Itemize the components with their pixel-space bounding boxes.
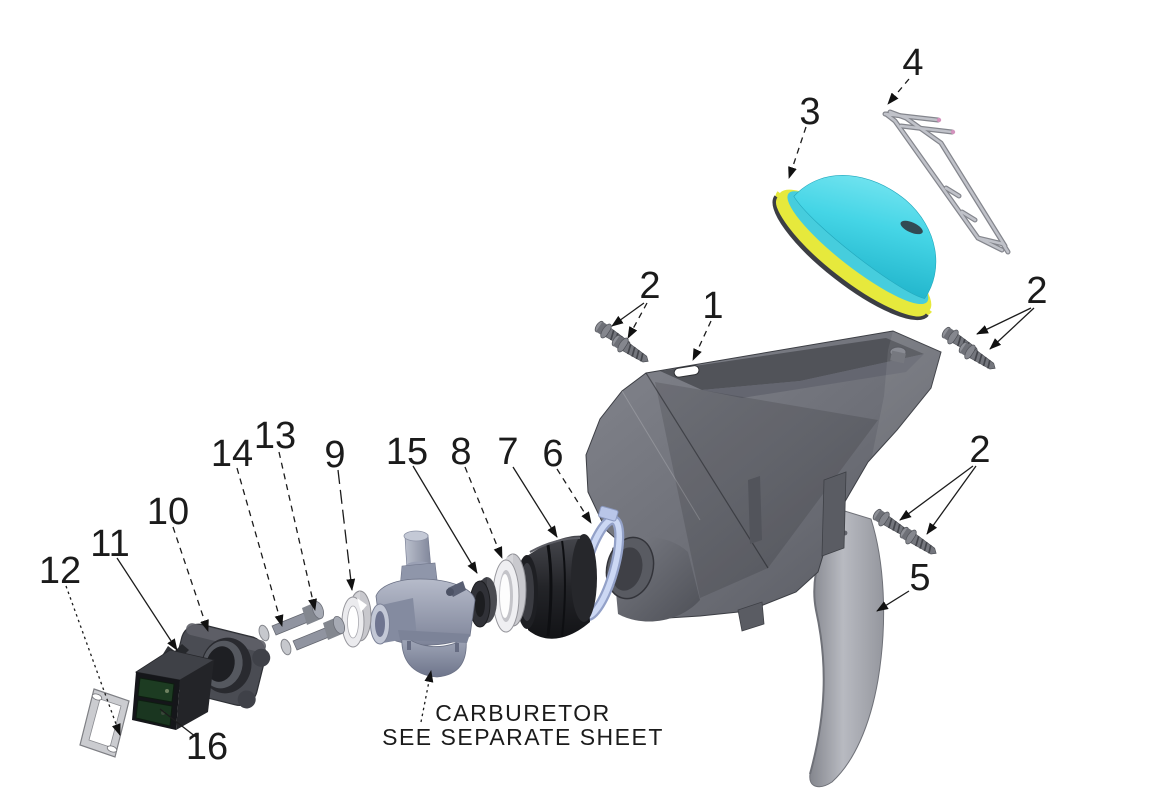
callout-15: 15	[386, 431, 428, 473]
carburetor-float-bowl	[401, 633, 467, 678]
screw-part	[955, 338, 1001, 376]
spacer-ring-part	[469, 577, 497, 628]
callout-6: 6	[542, 433, 563, 475]
callout-2b: 2	[1026, 270, 1047, 312]
callout-5: 5	[909, 557, 930, 599]
callout-9: 9	[324, 434, 345, 476]
carburetor-part	[370, 530, 476, 678]
callout-14: 14	[211, 433, 253, 475]
callout-12: 12	[39, 550, 81, 592]
filter-wire-cage-part	[882, 109, 1011, 255]
open-ring-part	[341, 590, 372, 648]
mounting-bolts-part	[258, 600, 346, 656]
air-filter-part	[772, 175, 937, 321]
callout-10: 10	[147, 491, 189, 533]
note-line-1: CARBURETOR	[435, 700, 611, 726]
callout-4: 4	[902, 42, 923, 84]
reed-valve-part	[132, 644, 216, 730]
callout-3: 3	[799, 91, 820, 133]
callout-13: 13	[254, 415, 296, 457]
callout-2c: 2	[969, 429, 990, 471]
callout-11: 11	[90, 523, 129, 565]
callout-labels: 1 2 2 2 3 4 5 6 7 8 9 10 11 12 13 14 15 …	[39, 42, 1048, 768]
reed-petal-upper	[137, 677, 175, 703]
airbox-body-part	[585, 330, 942, 632]
washer-ring-part	[492, 553, 527, 633]
intake-boot-part	[516, 534, 597, 639]
callout-2a: 2	[639, 265, 660, 307]
clamp-bolt-tab	[598, 505, 619, 522]
airbox-vent-slot	[673, 365, 700, 378]
callout-8: 8	[450, 431, 471, 473]
screw-part	[608, 331, 654, 369]
callout-16: 16	[186, 726, 228, 768]
leader-lines	[65, 78, 1035, 738]
screw-part	[896, 523, 942, 561]
note-line-2: SEE SEPARATE SHEET	[382, 724, 664, 750]
callout-1: 1	[702, 285, 723, 327]
carburetor-note: CARBURETOR SEE SEPARATE SHEET	[382, 700, 664, 750]
callout-7: 7	[497, 431, 518, 473]
gasket-part	[79, 688, 130, 758]
reed-petal-lower	[135, 699, 173, 727]
